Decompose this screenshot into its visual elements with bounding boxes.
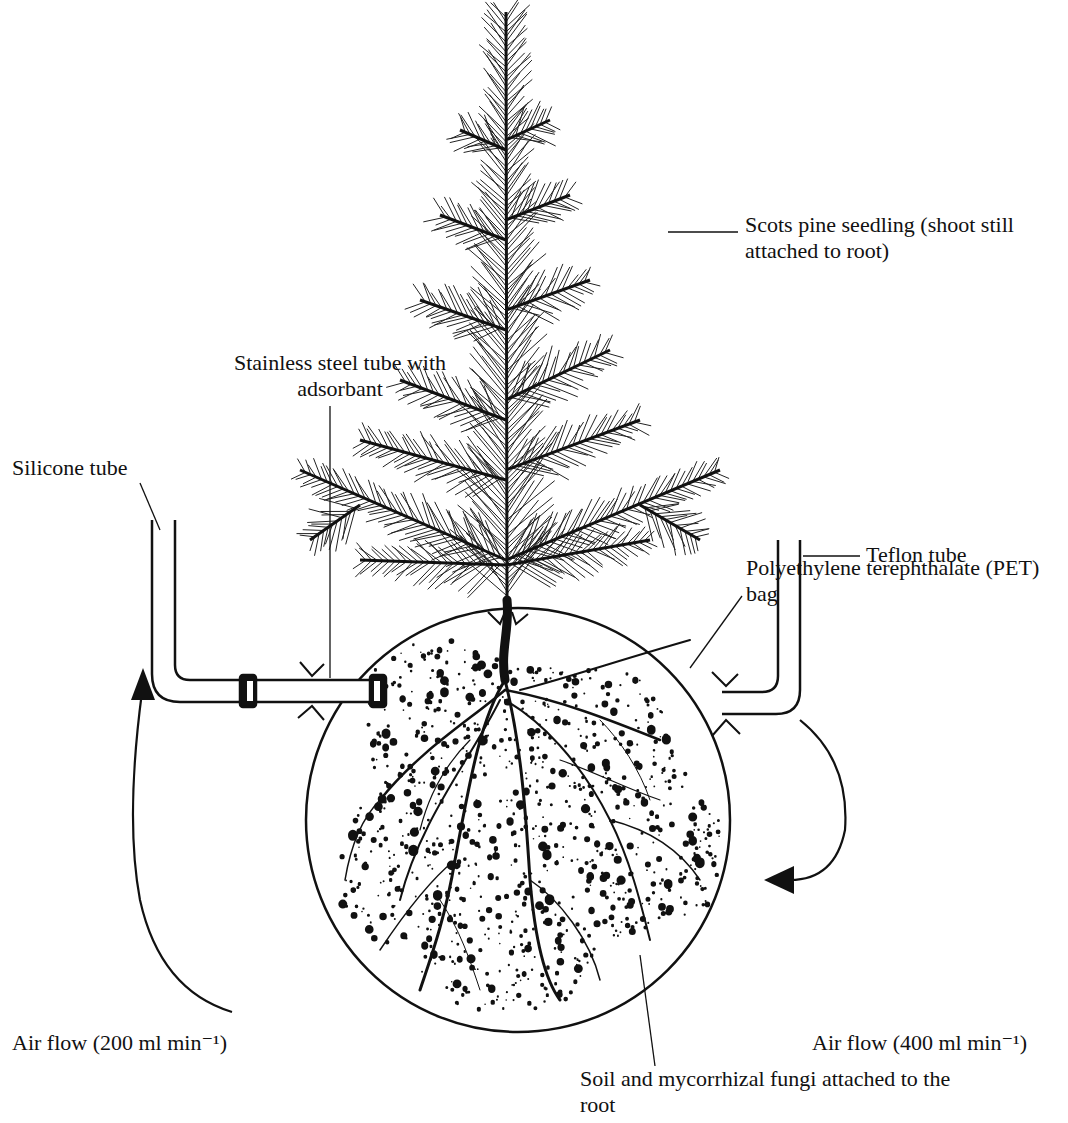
root [610, 820, 700, 880]
air-flow-label: Air flow (400 ml min⁻¹) [812, 1030, 1027, 1056]
soil-dots [338, 638, 720, 1011]
root [440, 900, 480, 990]
root [560, 760, 660, 800]
steel-tube [240, 675, 386, 707]
arrowhead [131, 668, 155, 700]
arrowhead [764, 866, 794, 894]
root [600, 720, 650, 800]
root [505, 700, 650, 940]
pet-bag [306, 608, 730, 1032]
air-flow-label: Air flow (200 ml min⁻¹) [12, 1030, 227, 1056]
silicone-tube-label: Silicone tube [12, 455, 127, 481]
pine-seedling [291, 0, 729, 600]
root [530, 880, 600, 980]
teflon-tube-label: Teflon tube [866, 542, 966, 568]
root [345, 800, 380, 880]
root [520, 640, 690, 690]
pine-stem [300, 12, 720, 600]
soil-particles [338, 638, 720, 1011]
steel-tube-label: Stainless steel tube with adsorbant [230, 350, 450, 402]
root [505, 680, 560, 1000]
bag-seal-ticks [298, 612, 740, 736]
root [420, 740, 470, 830]
leader-line [140, 232, 860, 1066]
roots [345, 600, 700, 1000]
root [380, 690, 505, 800]
soil-label: Soil and mycorrhizal fungi attached to t… [580, 1066, 980, 1118]
air-flow-arrow [133, 692, 845, 1012]
silicone-tube [152, 520, 240, 702]
root [400, 700, 500, 900]
seedling-label: Scots pine seedling (shoot still attache… [745, 212, 1055, 264]
root [420, 680, 505, 990]
